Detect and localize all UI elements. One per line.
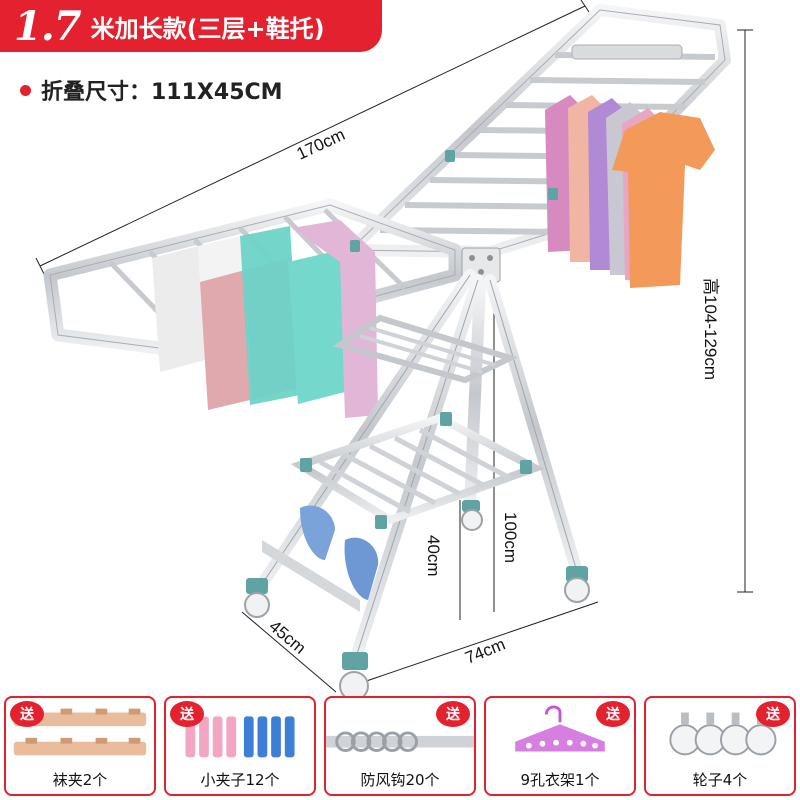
width-label: 74cm [462,635,508,668]
bullet-dot-icon [20,84,31,96]
gift-tag: 送 [10,701,44,727]
teal-joints [300,150,558,529]
hanging-shirts [545,95,715,288]
gift-label: 防风钩20个 [360,771,440,789]
windproof-hook-icon [326,731,474,752]
shoe-tray [262,505,379,612]
gift-tag: 送 [596,701,630,727]
length-label: 170cm [294,125,348,164]
gift-row: 送 袜夹2个 送 小夹子12个 送 防风钩20个 送 [4,696,796,796]
middle-shelf [332,314,519,384]
dimension-height: 高104-129cm [701,29,753,593]
gift-item-small-clips: 送 小夹子12个 [164,696,316,796]
gift-tag: 送 [756,701,790,727]
gift-item-nine-hole-hanger: 送 9孔衣架1个 [484,696,636,796]
shelf-height-2-label: 100cm [501,512,520,563]
length-text: 米加长款(三层+鞋托) [90,14,325,43]
gift-label: 小夹子12个 [200,771,280,789]
folded-size: 折叠尺寸：111X45CM [20,74,283,106]
folded-size-text: 折叠尺寸：111X45CM [41,80,283,105]
dimension-shelf: 40cm 100cm [424,262,520,620]
gift-label: 轮子4个 [692,771,748,789]
wheels [244,500,590,700]
nine-hole-hanger-icon [515,705,605,752]
length-badge: 1.7 米加长款(三层+鞋托) [0,0,382,52]
gift-tag: 送 [170,701,204,727]
gift-item-sock-clips: 送 袜夹2个 [4,696,156,796]
dimension-width: 74cm [339,601,599,691]
hanging-towels [152,220,378,418]
gift-tag: 送 [436,701,470,727]
height-label: 高104-129cm [701,278,720,380]
dimension-depth: 45cm [241,611,337,693]
shelf-height-1-label: 40cm [424,535,443,577]
gift-label: 9孔衣架1个 [520,771,600,789]
gift-label: 袜夹2个 [52,771,108,789]
drying-rack-illustration: 170cm 高104-129cm 45cm 74cm 40cm 100cm [35,0,753,700]
small-clip-icon [185,716,295,758]
length-value: 1.7 [14,2,82,50]
lower-shelf [290,413,545,525]
wheel-icon [669,712,777,756]
gift-item-windproof-hooks: 送 防风钩20个 [324,696,476,796]
gift-item-wheels: 送 轮子4个 [644,696,796,796]
